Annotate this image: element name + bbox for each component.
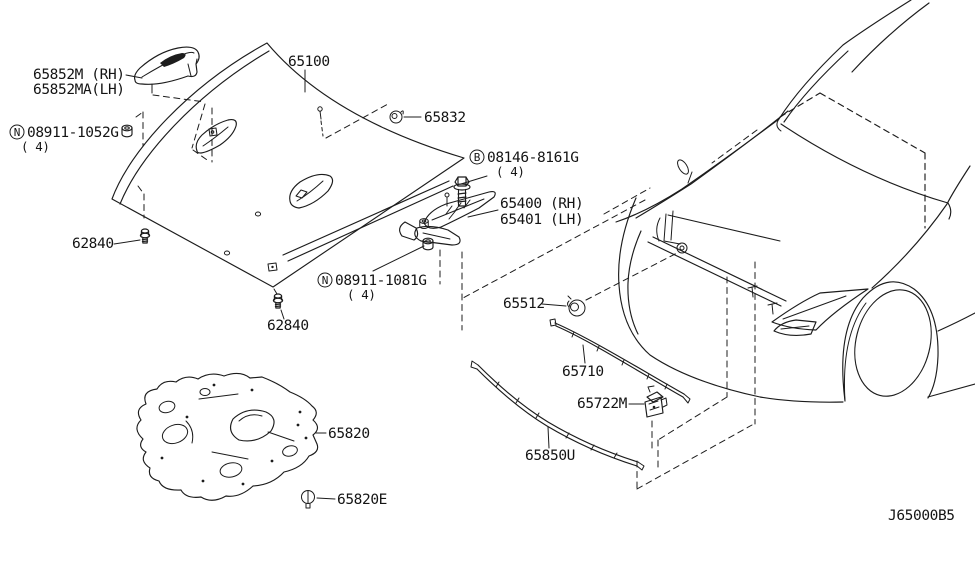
front-finisher-drawing bbox=[133, 46, 200, 94]
support-rod-drawing bbox=[549, 318, 691, 404]
car-body-drawing bbox=[603, 0, 975, 403]
leader-lines bbox=[113, 69, 645, 500]
bumper-bolt-rear-symbol bbox=[272, 293, 284, 309]
part-label-hood-hinge-lh[interactable]: 65401 (LH) bbox=[500, 212, 584, 228]
qty-rear-nut: ( 4) bbox=[347, 287, 376, 302]
part-label-hinge-bolt[interactable]: B 08146-8161G ( 4) bbox=[469, 149, 579, 179]
part-label-front-finisher-lh[interactable]: 65852MA(LH) bbox=[33, 82, 125, 98]
insulator-clip-symbol bbox=[301, 490, 315, 509]
bumper-bolt-front-symbol bbox=[139, 228, 151, 244]
rear-nut-symbol bbox=[422, 237, 434, 251]
part-label-hood-insulator[interactable]: 65820 bbox=[328, 426, 370, 442]
part-number-front-nut[interactable]: 08911-1052G bbox=[27, 125, 119, 141]
rod-clamp-symbol bbox=[644, 385, 668, 418]
part-label-insulator-clip[interactable]: 65820E bbox=[337, 492, 387, 508]
circled-b-letter: B bbox=[474, 151, 481, 164]
part-label-bumper-rubber[interactable]: 65512 bbox=[503, 296, 545, 312]
circled-n-icon bbox=[9, 124, 25, 140]
part-label-hood-panel[interactable]: 65100 bbox=[288, 54, 330, 70]
part-label-front-seal[interactable]: 65850U bbox=[525, 448, 575, 464]
bumper-rubber-symbol bbox=[567, 295, 586, 317]
part-number-rear-nut[interactable]: 08911-1081G bbox=[335, 273, 427, 289]
part-label-bumper-bolt-front[interactable]: 62840 bbox=[72, 236, 114, 252]
hood-panel-drawing bbox=[111, 42, 465, 295]
circled-b-icon bbox=[469, 149, 485, 165]
part-label-front-finisher-rh[interactable]: 65852M (RH) bbox=[33, 67, 125, 83]
part-label-support-rod[interactable]: 65710 bbox=[562, 364, 604, 380]
part-label-hood-hinge-rh[interactable]: 65400 (RH) bbox=[500, 196, 584, 212]
front-nut-symbol bbox=[121, 124, 133, 138]
hood-insulator-drawing bbox=[136, 372, 319, 501]
circled-n-letter: N bbox=[14, 126, 21, 139]
part-label-front-nut[interactable]: N 08911-1052G ( 4) bbox=[9, 124, 119, 154]
part-number-hinge-bolt[interactable]: 08146-8161G bbox=[487, 150, 579, 166]
part-label-rear-nut[interactable]: N 08911-1081G ( 4) bbox=[317, 272, 427, 302]
front-seal-drawing bbox=[470, 360, 645, 471]
hood-grommet-symbol bbox=[389, 110, 404, 124]
part-label-bumper-bolt-rear[interactable]: 62840 bbox=[267, 318, 309, 334]
hood-hinge-drawing bbox=[399, 190, 496, 246]
diagram-code: J65000B5 bbox=[888, 508, 955, 524]
part-label-rod-clamp[interactable]: 65722M bbox=[577, 396, 628, 412]
part-label-hood-grommet[interactable]: 65832 bbox=[424, 110, 466, 126]
qty-hinge-bolt: ( 4) bbox=[496, 164, 525, 179]
projection-dashed-lines bbox=[135, 94, 756, 490]
circled-n-letter: N bbox=[322, 274, 329, 287]
circled-n-icon bbox=[317, 272, 333, 288]
qty-front-nut: ( 4) bbox=[21, 139, 50, 154]
